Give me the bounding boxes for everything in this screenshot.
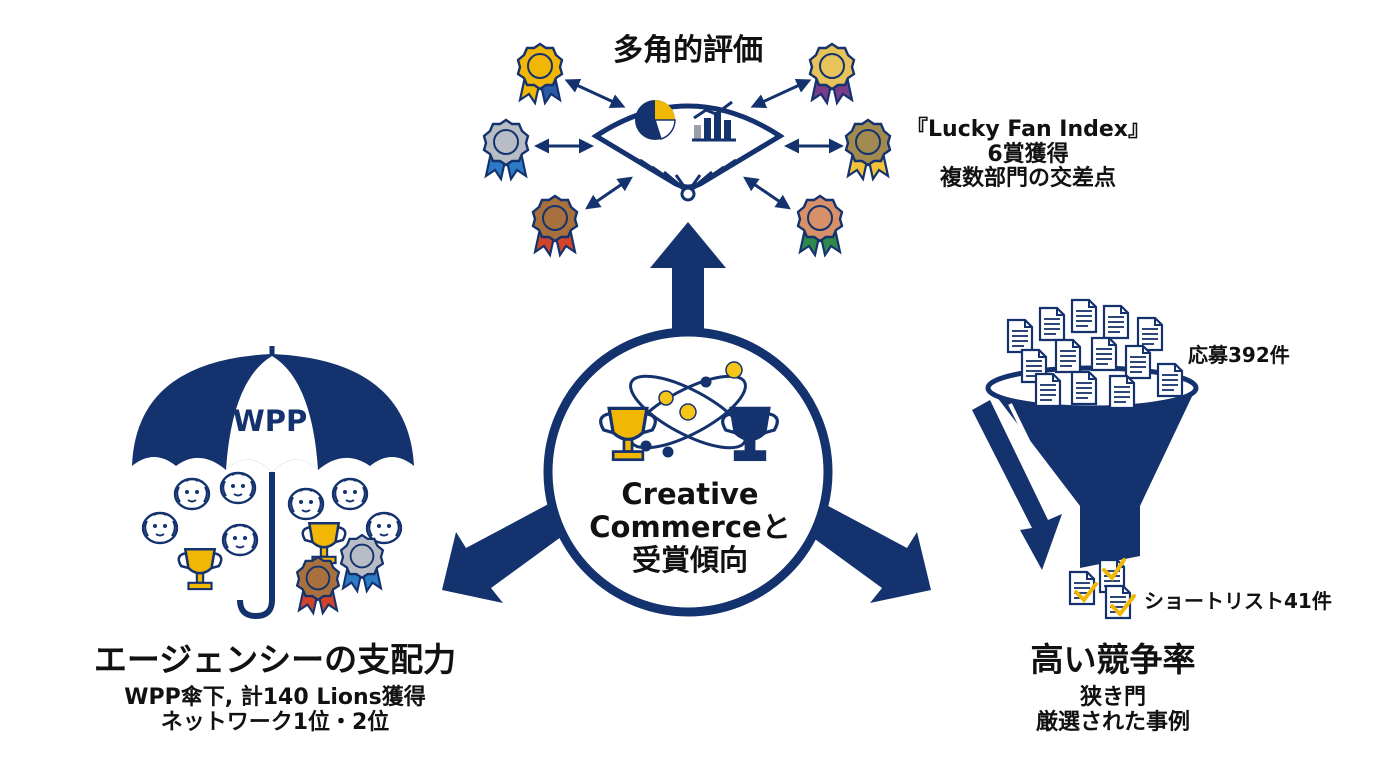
- ribbon-medal-icon-silver: [482, 118, 530, 181]
- arrow-icon-funnel: [972, 400, 1062, 570]
- pie-chart-icon: [635, 100, 676, 140]
- left-subtext-line-2: ネットワーク1位・2位: [160, 709, 390, 735]
- top-title: 多角的評価: [613, 33, 763, 68]
- checkmark-icon: [1074, 558, 1136, 618]
- document-icon-shortlist: [1068, 558, 1132, 620]
- double-arrow-6: [743, 176, 791, 210]
- left-subtext: WPP傘下, 計140 Lions獲得 ネットワーク1位・2位: [90, 685, 460, 735]
- center-label: Creative Commerceと 受賞傾向: [565, 477, 815, 578]
- center-label-line-3: 受賞傾向: [631, 543, 748, 578]
- ribbon-medal-icon-left-bronze: [295, 555, 341, 615]
- ribbon-medal-icon-copper: [796, 194, 844, 257]
- right-subtext-line-2: 厳選された事例: [1035, 709, 1190, 735]
- ribbon-medal-icon-gold-1: [516, 42, 564, 105]
- fan-note-line-1: 『Lucky Fan Index』: [906, 117, 1150, 142]
- ribbon-medal-icon-bronze: [531, 194, 579, 257]
- entries-label: 応募392件: [1188, 343, 1290, 367]
- right-subtext: 狭き門 厳選された事例: [1000, 685, 1226, 735]
- right-subtext-line-1: 狭き門: [1079, 685, 1146, 710]
- left-subtext-line-1: WPP傘下, 計140 Lions獲得: [124, 685, 426, 710]
- umbrella-icon: [132, 346, 414, 620]
- bar-chart-icon: [692, 100, 736, 142]
- center-label-line-1: Creative: [621, 477, 759, 511]
- fan-note-line-2: 6賞獲得: [987, 141, 1069, 167]
- ribbon-medal-icon-left-silver: [339, 533, 385, 593]
- center-circle: [543, 327, 833, 617]
- fan-icon: [591, 103, 785, 202]
- umbrella-label: WPP: [232, 404, 308, 438]
- fan-note: 『Lucky Fan Index』 6賞獲得 複数部門の交差点: [896, 117, 1160, 192]
- fan-note-line-3: 複数部門の交差点: [939, 166, 1116, 192]
- arrow-icon-left: [442, 492, 587, 603]
- trophy-icon-left-2: [301, 521, 347, 565]
- ribbon-medal-icon-gold-2: [808, 42, 856, 105]
- center-label-line-2: Commerceと: [589, 510, 791, 545]
- double-arrow-1: [564, 78, 626, 109]
- left-heading: エージェンシーの支配力: [93, 640, 457, 679]
- double-arrow-5: [585, 176, 633, 210]
- ribbon-medal-icon-khaki: [844, 118, 892, 181]
- right-heading: 高い競争率: [1030, 640, 1196, 679]
- arrow-icon-up: [650, 222, 726, 330]
- double-arrow-2: [750, 78, 812, 109]
- trophy-icon-left-1: [177, 547, 223, 591]
- shortlist-label: ショートリスト41件: [1144, 589, 1332, 613]
